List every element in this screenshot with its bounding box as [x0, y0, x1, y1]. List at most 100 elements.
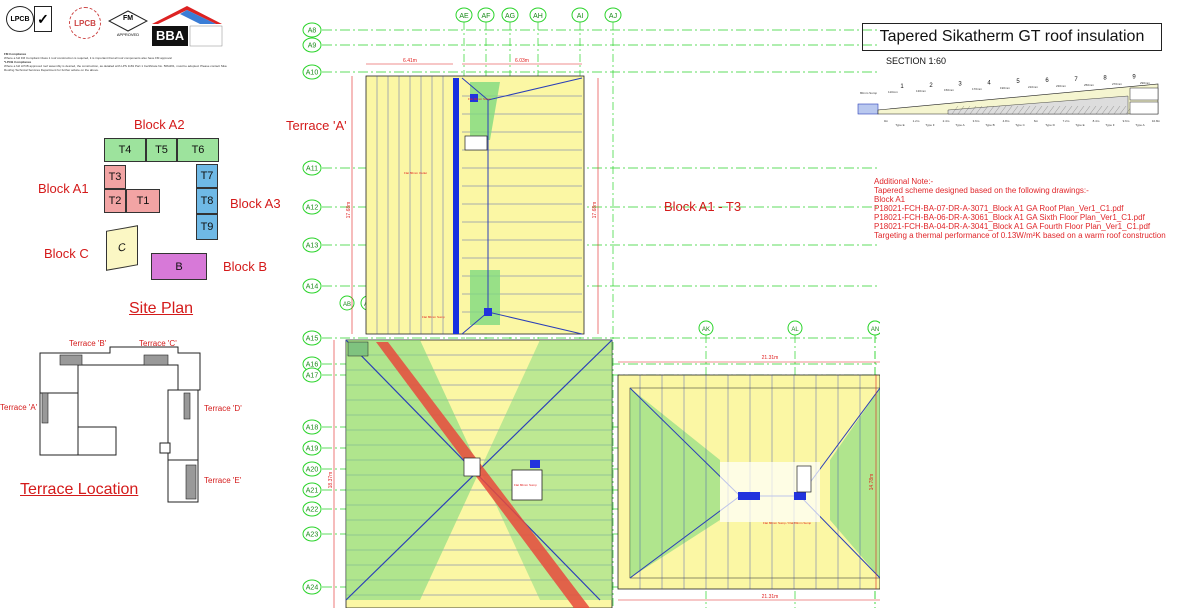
section-hatch: [969, 105, 977, 115]
grid-bubble: [302, 440, 322, 456]
section-hatch: [1119, 105, 1127, 115]
fm-compliance-text: Where a full FM Compliant Class 1 roof c…: [4, 56, 172, 60]
grid-bubble: [302, 526, 322, 542]
block-c-label: Block C: [44, 246, 89, 261]
section-depth-label: 80mm Sump: [860, 91, 877, 95]
outlet-label: Flat 80mm Sump: [468, 97, 491, 101]
unit-t9: T9: [196, 214, 218, 240]
rooflight: [796, 465, 812, 493]
terrace-location-plan: [39, 346, 201, 503]
fm-logo-text: FM: [122, 15, 134, 22]
section-distance-label: 10.8m: [1152, 119, 1161, 123]
grid-bubble: [302, 579, 322, 595]
grid-bubble-label: AF: [482, 13, 491, 20]
grid-bubble: [571, 7, 589, 23]
section-depth-label: 270mm: [1112, 82, 1123, 86]
grid-bubble-label: AE: [459, 13, 469, 20]
section-hatch: [1089, 105, 1097, 115]
section-hatch: [1005, 105, 1013, 115]
grid-bubble-label: A21: [306, 488, 319, 495]
section-label: SECTION 1:60: [886, 56, 947, 66]
section-distance-label: 9.6m: [1123, 119, 1130, 123]
section-hatch: [1041, 105, 1049, 115]
section-distance-label: 1.2m: [913, 119, 920, 123]
grid-bubble-label: A19: [306, 446, 319, 453]
block-a1-label: Block A1: [38, 181, 89, 196]
section-step-number: 7: [1074, 77, 1078, 83]
section-type-label: Type E: [1075, 123, 1084, 127]
bba-logo-text: BBA: [156, 28, 185, 43]
unit-t1: T1: [126, 189, 160, 213]
fm-compliance-heading: FM Compliance: [4, 52, 27, 56]
cricket: [346, 340, 480, 600]
section-hatch: [1053, 105, 1061, 115]
grid-bubble: [302, 501, 322, 517]
outlet: [794, 492, 806, 500]
section-hatch: [1023, 105, 1031, 115]
grid-bubble-label: AJ: [609, 13, 617, 20]
notes-line-1: Tapered scheme designed based on the fol…: [874, 186, 1089, 195]
grid-bubble-label: AG: [505, 13, 515, 20]
block-a1-t3-label: Block A1 - T3: [664, 199, 742, 214]
section-depth-label: 190mm: [1000, 86, 1011, 90]
terrace-d-label: Terrace 'D': [204, 404, 242, 413]
section-hatch: [1059, 105, 1067, 115]
section-hatch: [1035, 105, 1043, 115]
section-distance-label: 0m: [884, 119, 889, 123]
section-type-label: Type F: [1105, 123, 1114, 127]
lpcb-seal-logo: LPCB: [69, 7, 101, 39]
grid-bubble: [302, 160, 322, 176]
section-distance-label: 4.8m: [1003, 119, 1010, 123]
section-hatch: [957, 105, 965, 115]
terrace-c-label: Terrace 'C': [139, 339, 177, 348]
grid-bubble-label: A15: [306, 336, 319, 343]
grid-bubble-label: A20: [306, 467, 319, 474]
grid-bubble-label: A8: [308, 28, 317, 35]
lpcb-compliance-heading: *LPCB Compliance: [4, 60, 32, 64]
grid-bubble-label: A23: [306, 532, 319, 539]
dimension-label: 21.31m: [762, 355, 779, 361]
section-hatch: [1107, 105, 1115, 115]
section-distance-label: 8.4m: [1093, 119, 1100, 123]
cricket: [480, 340, 612, 600]
grid-bubble: [302, 278, 322, 294]
grid-bubble: [302, 199, 322, 215]
section-hatch: [987, 105, 995, 115]
outlet-label: Flat 80mm Sump / Flat 80mm Sump: [763, 521, 812, 525]
unit-t7: T7: [196, 164, 218, 188]
dimension-label: 14.78m: [869, 474, 875, 491]
lpcb-compliance-text: Where a full LPCB approved roof assembly…: [4, 64, 227, 72]
section-depth-label: 290mm: [1140, 81, 1151, 85]
grid-bubble: [302, 37, 322, 53]
section-distance-label: 2.4m: [943, 119, 950, 123]
outlet-label: Flat 80mm Outlet: [404, 171, 427, 175]
section-hatch: [1029, 105, 1037, 115]
fine-print: FM Compliance Where a full FM Compliant …: [4, 52, 234, 72]
notes-line-6: Targeting a thermal performance of 0.13W…: [874, 231, 1166, 240]
section-type-label: Type F: [925, 123, 934, 127]
grid-bubble-label: A10: [306, 70, 319, 77]
dimension-label: 17.68m: [592, 202, 598, 219]
notes-heading: Additional Note:-: [874, 177, 934, 186]
grid-bubble: [302, 237, 322, 253]
section-hatch: [963, 105, 971, 115]
rooflight: [511, 469, 543, 501]
section-hatch: [1095, 105, 1103, 115]
additional-notes: Additional Note:- Tapered scheme designe…: [874, 177, 1166, 240]
notes-line-5: P18021-FCH-BA-04-DR-A-3041_Block A1 GA F…: [874, 222, 1151, 231]
sump-block: [857, 103, 879, 115]
unit-t6: T6: [177, 138, 219, 162]
section-type-label: Type E: [895, 123, 904, 127]
grid-bubble: [787, 320, 803, 336]
section-step-number: 6: [1045, 78, 1049, 84]
block-a3-label: Block A3: [230, 196, 281, 211]
grid-bubble: [455, 7, 473, 23]
section-step-number: 8: [1103, 76, 1107, 82]
section-hatch: [1071, 105, 1079, 115]
section-depth-label: 130mm: [916, 89, 927, 93]
section-type-label: Type B: [985, 123, 994, 127]
grid-bubble: [302, 367, 322, 383]
fm-approved-logo: FM APPROVED: [108, 8, 148, 38]
block-a2-label: Block A2: [134, 117, 185, 132]
fm-approved-text: APPROVED: [116, 31, 140, 37]
